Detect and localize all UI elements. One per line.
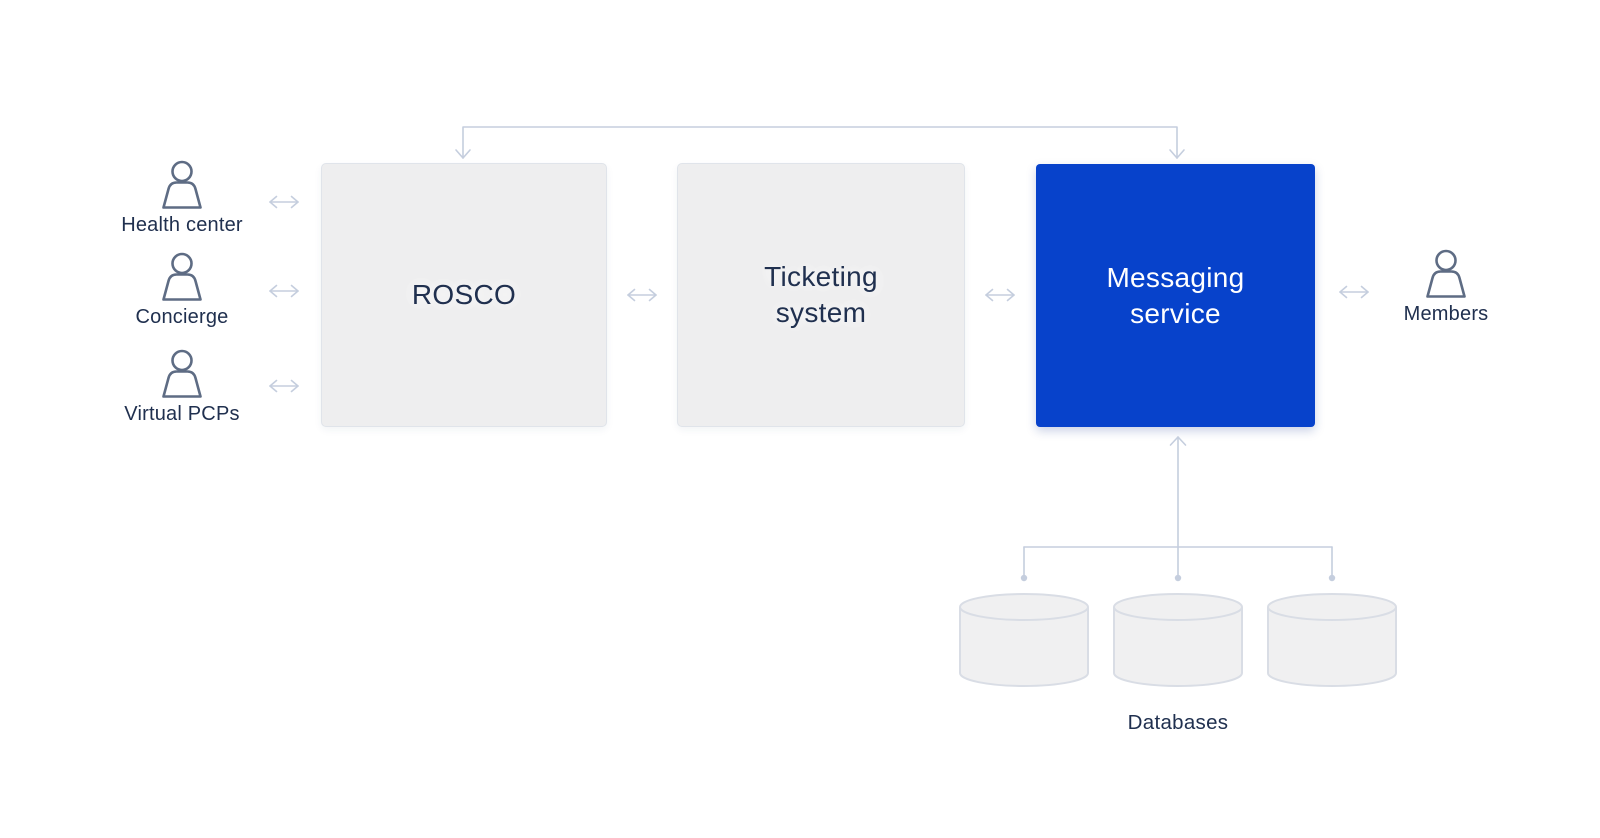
person-icon xyxy=(162,160,202,209)
ticketing-system-box: Ticketing system xyxy=(677,163,965,427)
messaging-service-box-label: Messaging service xyxy=(1106,261,1245,329)
person-icon xyxy=(162,252,202,301)
actor-label-health-center: Health center xyxy=(121,214,243,236)
arrow-virtual-pcps-rosco xyxy=(269,379,299,393)
actor-health-center: Health center xyxy=(97,160,267,237)
arrow-messaging-members xyxy=(1339,285,1369,299)
arrow-rosco-ticketing xyxy=(627,288,657,302)
databases-to-messaging-connector-arrow xyxy=(1020,436,1336,582)
rosco-to-messaging-connector-arrow xyxy=(455,126,1185,159)
actor-virtual-pcps: Virtual PCPs xyxy=(97,349,267,426)
database-icon xyxy=(1113,593,1243,687)
database-icon xyxy=(959,593,1089,687)
person-icon xyxy=(162,349,202,398)
messaging-service-box: Messaging service xyxy=(1036,164,1315,427)
actor-label-concierge: Concierge xyxy=(135,306,229,328)
arrow-concierge-rosco xyxy=(269,284,299,298)
arrow-health-center-rosco xyxy=(269,195,299,209)
ticketing-system-box-label: Ticketing system xyxy=(764,261,878,328)
actor-concierge: Concierge xyxy=(97,252,267,329)
person-icon xyxy=(1426,249,1466,298)
rosco-box: ROSCO xyxy=(321,163,607,427)
rosco-box-label: ROSCO xyxy=(411,279,517,310)
databases-label: Databases xyxy=(1127,711,1229,734)
database-icon xyxy=(1267,593,1397,687)
arrow-ticketing-messaging xyxy=(985,288,1015,302)
actor-label-virtual-pcps: Virtual PCPs xyxy=(124,403,240,425)
actor-members: Members xyxy=(1361,249,1531,326)
actor-label-members: Members xyxy=(1403,303,1489,325)
